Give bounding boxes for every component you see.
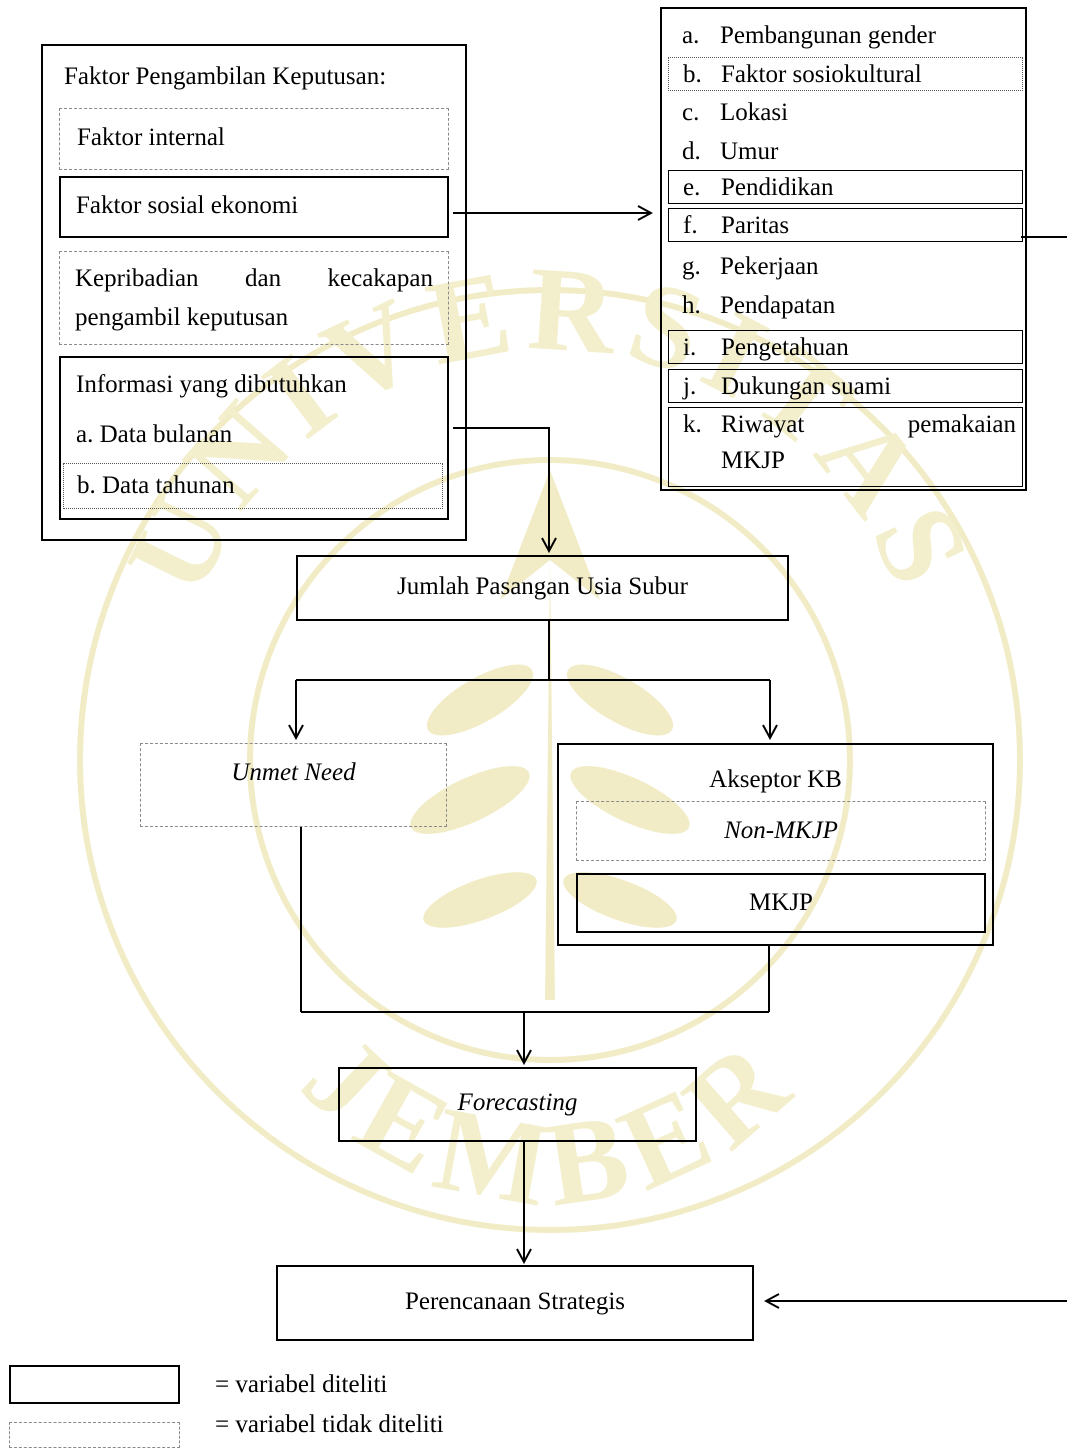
info-yearly-box: b. Data tahunan bbox=[63, 463, 443, 509]
personality-factor-box: Kepribadian dan kecakapan pengambil kepu… bbox=[59, 251, 449, 345]
information-needed-box: Informasi yang dibutuhkan a. Data bulana… bbox=[59, 356, 449, 520]
factor-k-pemakaian: pemakaian bbox=[907, 411, 1016, 438]
personality-line-2: pengambil keputusan bbox=[75, 304, 289, 331]
factor-item-a: a.Pembangunan gender bbox=[682, 22, 936, 49]
personality-line-1: Kepribadian dan kecakapan bbox=[75, 265, 433, 292]
information-needed-title: Informasi yang dibutuhkan bbox=[76, 371, 347, 398]
pus-node: Jumlah Pasangan Usia Subur bbox=[296, 555, 789, 621]
factor-k-riwayat: Riwayat bbox=[721, 411, 805, 438]
factor-item-k: k. Riwayat pemakaian MKJP bbox=[668, 407, 1023, 487]
factors-list-box: a.Pembangunan gender b.Faktor sosiokultu… bbox=[660, 7, 1027, 491]
akseptor-kb-node: Akseptor KB Non-MKJP MKJP bbox=[557, 743, 994, 946]
factor-item-i: i.Pengetahuan bbox=[668, 330, 1023, 364]
non-mkjp-label: Non-MKJP bbox=[724, 817, 838, 844]
socioeconomic-factor-box: Faktor sosial ekonomi bbox=[59, 176, 449, 238]
non-mkjp-box: Non-MKJP bbox=[576, 801, 986, 861]
legend-dashed-label: = variabel tidak diteliti bbox=[215, 1411, 444, 1438]
factor-item-h: h.Pendapatan bbox=[682, 292, 836, 319]
decision-factors-box: Faktor Pengambilan Keputusan: Faktor int… bbox=[41, 44, 467, 541]
decision-factors-title: Faktor Pengambilan Keputusan: bbox=[64, 63, 387, 90]
factor-item-g: g.Pekerjaan bbox=[682, 253, 819, 280]
info-monthly-data: a. Data bulanan bbox=[76, 421, 233, 448]
unmet-need-node: Unmet Need bbox=[140, 743, 447, 827]
factor-item-e: e.Pendidikan bbox=[668, 170, 1023, 204]
factor-item-j: j.Dukungan suami bbox=[668, 369, 1023, 403]
info-yearly-data: b. Data tahunan bbox=[77, 472, 235, 499]
arrow-info-to-pus bbox=[453, 427, 549, 551]
unmet-need-label: Unmet Need bbox=[231, 759, 356, 786]
internal-factor-box: Faktor internal bbox=[59, 108, 449, 170]
socioeconomic-factor-label: Faktor sosial ekonomi bbox=[76, 192, 299, 219]
mkjp-label: MKJP bbox=[749, 889, 813, 916]
legend-solid-swatch bbox=[9, 1365, 180, 1404]
mkjp-box: MKJP bbox=[576, 873, 986, 933]
factor-item-c: c.Lokasi bbox=[682, 99, 789, 126]
internal-factor-label: Faktor internal bbox=[77, 124, 225, 151]
pus-label: Jumlah Pasangan Usia Subur bbox=[397, 573, 688, 600]
factor-item-f: f.Paritas bbox=[668, 208, 1023, 242]
legend-dashed-swatch bbox=[9, 1422, 180, 1448]
strategic-planning-label: Perencanaan Strategis bbox=[404, 1288, 626, 1315]
akseptor-kb-label: Akseptor KB bbox=[709, 766, 842, 793]
factor-item-b: b.Faktor sosiokultural bbox=[668, 57, 1023, 91]
factor-item-d: d.Umur bbox=[682, 138, 779, 165]
forecasting-node: Forecasting bbox=[338, 1067, 697, 1142]
legend-solid-label: = variabel diteliti bbox=[215, 1371, 388, 1398]
forecasting-label: Forecasting bbox=[457, 1089, 578, 1116]
factor-k-mkjp: MKJP bbox=[721, 447, 785, 474]
strategic-planning-node: Perencanaan Strategis bbox=[276, 1265, 754, 1341]
